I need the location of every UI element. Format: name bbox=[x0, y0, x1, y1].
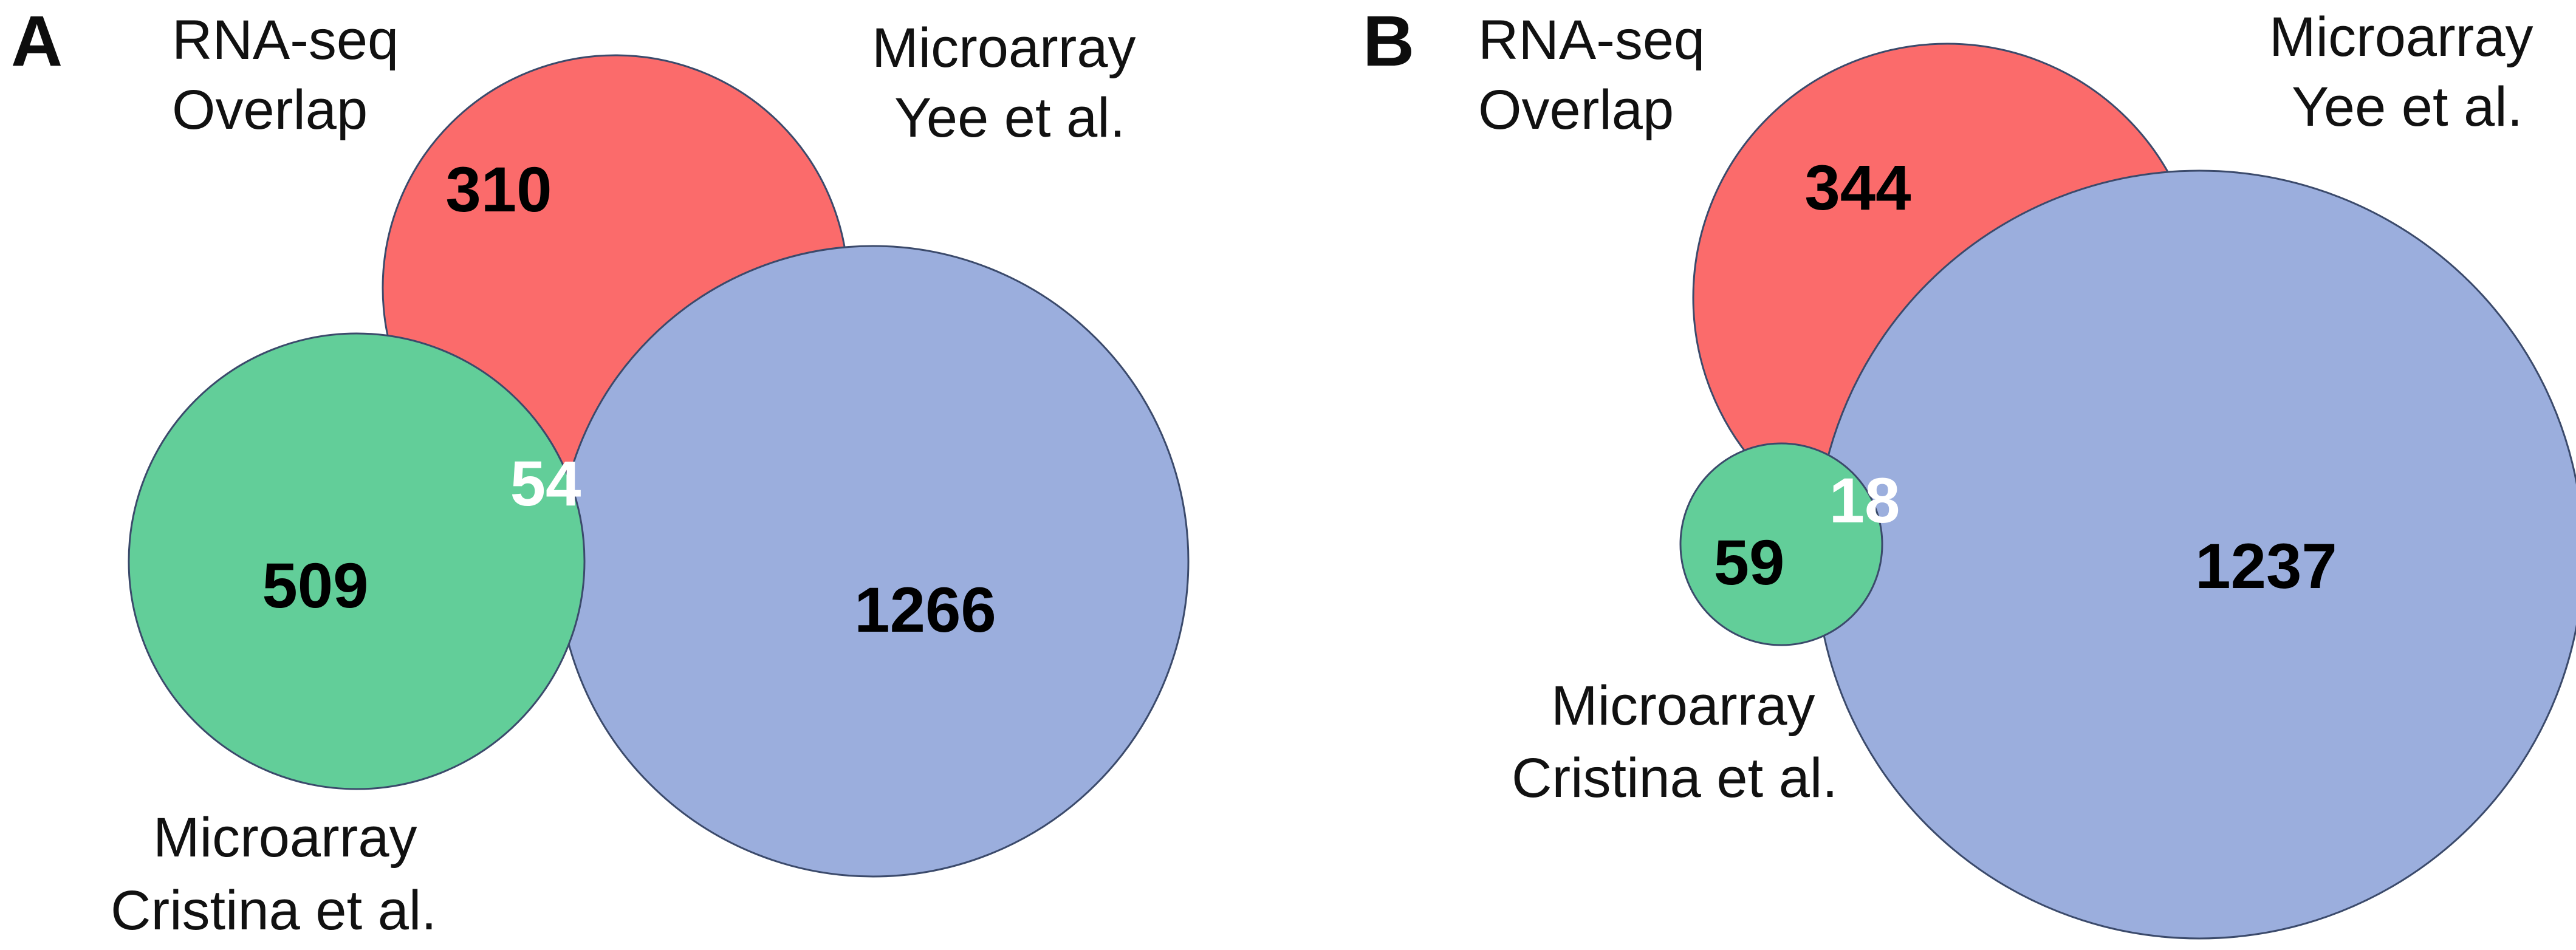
panel-a-label-cristina: Microarray Cristina et al. bbox=[111, 807, 437, 941]
panel-a-count-all-three: 54 bbox=[510, 448, 581, 519]
panel-a: A RNA-seq Overlap Microarray Yee et al. … bbox=[11, 1, 1190, 941]
panel-a-circles bbox=[128, 54, 1190, 878]
panel-a-letter: A bbox=[11, 1, 63, 81]
panel-a-label-yee: Microarray Yee et al. bbox=[872, 17, 1136, 149]
panel-b-count-all-three: 18 bbox=[1829, 465, 1900, 536]
panel-b-circle-cristina[interactable] bbox=[1679, 442, 1883, 646]
panel-b-label-cristina-line2: Cristina et al. bbox=[1512, 747, 1838, 809]
panel-b-count-cristina-only: 59 bbox=[1714, 527, 1785, 598]
panel-b-label-rnaseq-line2: Overlap bbox=[1478, 79, 1674, 141]
panel-a-label-rnaseq-line1: RNA-seq bbox=[172, 9, 399, 71]
panel-b-label-rnaseq: RNA-seq Overlap bbox=[1478, 9, 1705, 141]
panel-b-circles bbox=[1679, 43, 2576, 940]
panel-a-count-yee-only: 1266 bbox=[854, 575, 996, 646]
panel-a-count-rnaseq-only: 310 bbox=[445, 154, 552, 225]
panel-b: B RNA-seq Overlap Microarray Yee et al. … bbox=[1363, 1, 2576, 940]
panel-b-letter: B bbox=[1363, 1, 1414, 81]
panel-b-count-yee-only: 1237 bbox=[2195, 531, 2337, 602]
panel-a-label-rnaseq: RNA-seq Overlap bbox=[172, 9, 399, 141]
panel-a-circle-yee[interactable] bbox=[557, 245, 1190, 878]
panel-a-label-cristina-line2: Cristina et al. bbox=[111, 880, 437, 941]
panel-b-label-cristina: Microarray Cristina et al. bbox=[1512, 675, 1838, 809]
panel-a-count-cristina-only: 509 bbox=[262, 550, 368, 621]
panel-b-label-yee-line1: Microarray bbox=[2269, 6, 2533, 68]
panel-a-label-rnaseq-line2: Overlap bbox=[172, 79, 368, 141]
panel-a-label-yee-line1: Microarray bbox=[872, 17, 1136, 79]
panel-a-label-yee-line2: Yee et al. bbox=[894, 87, 1125, 149]
panel-a-label-cristina-line1: Microarray bbox=[153, 807, 417, 869]
panel-a-circle-cristina[interactable] bbox=[128, 332, 586, 790]
panel-b-label-yee-line2: Yee et al. bbox=[2292, 76, 2523, 138]
panel-b-label-yee: Microarray Yee et al. bbox=[2269, 6, 2533, 138]
panel-b-label-rnaseq-line1: RNA-seq bbox=[1478, 9, 1705, 71]
panel-b-label-cristina-line1: Microarray bbox=[1551, 675, 1815, 737]
panel-b-count-rnaseq-only: 344 bbox=[1804, 152, 1911, 224]
